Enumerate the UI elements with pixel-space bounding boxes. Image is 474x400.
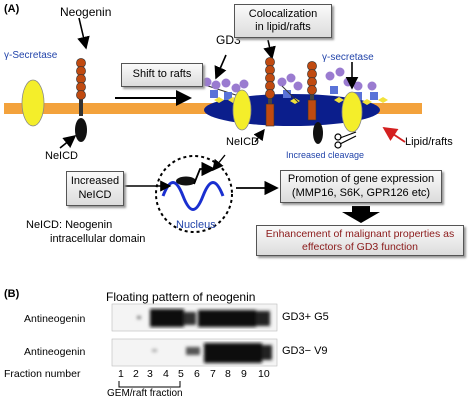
- fraction-number: 5: [178, 368, 184, 380]
- fraction-number: 3: [147, 368, 153, 380]
- colocalization-line1: Colocalization: [248, 7, 318, 20]
- fraction-number: 6: [194, 368, 200, 380]
- fraction-number: 8: [225, 368, 231, 380]
- definition-line1: NeICD: Neogenin: [26, 219, 113, 231]
- gamma-secretase-right-label: γ-secretase: [322, 52, 374, 63]
- shift-to-rafts-box: Shift to rafts: [121, 63, 203, 87]
- nucleus-shape: [155, 155, 233, 233]
- neogenin-raft-shape: [265, 57, 275, 127]
- nucleus-label: Nucleus: [176, 219, 216, 231]
- colocalization-line2: in lipid/rafts: [255, 21, 311, 33]
- neicd-right-label: NeICD: [226, 136, 260, 148]
- lane2-row-label: Antineogenin: [24, 346, 86, 358]
- neogenin-left-shape: [75, 58, 87, 142]
- promotion-line1: Promotion of gene expression: [287, 173, 435, 186]
- neicd-left-label: NeICD: [45, 150, 79, 162]
- increased-cleavage-label: Increased cleavage: [286, 150, 365, 160]
- lane1-row-label: Antineogenin: [24, 313, 86, 325]
- fraction-number: 4: [163, 368, 169, 380]
- lipid-rafts-label: Lipid/rafts: [405, 136, 453, 148]
- neogenin-label: Neogenin: [60, 5, 112, 19]
- blot-bands-lane-1: [137, 309, 270, 327]
- panel-b-label: (B): [4, 288, 20, 300]
- gamma-secretase-raft-right: [341, 91, 363, 133]
- fraction-number: 10: [258, 368, 270, 380]
- scissors-icon: [334, 131, 357, 149]
- fraction-number: 1: [118, 368, 124, 380]
- shift-to-rafts-text: Shift to rafts: [132, 68, 192, 81]
- fraction-number: 7: [210, 368, 216, 380]
- promotion-box: Promotion of gene expression (MMP16, S6K…: [280, 170, 442, 203]
- lane2-cell-line: GD3− V9: [282, 345, 328, 357]
- gem-raft-label: GEM/raft fraction: [107, 388, 183, 399]
- dna-shape: [161, 181, 225, 211]
- enhancement-box: Enhancement of malignant properties as e…: [256, 225, 464, 256]
- gamma-secretase-left-shape: [21, 79, 45, 127]
- panel-a-label: (A): [4, 3, 20, 15]
- gamma-secretase-raft-left: [232, 89, 252, 131]
- fraction-number: 2: [133, 368, 139, 380]
- fraction-number: 9: [241, 368, 247, 380]
- panel-b-title: Floating pattern of neogenin: [106, 290, 256, 304]
- fraction-number-label: Fraction number: [4, 368, 81, 380]
- down-arrow-icon: [342, 206, 380, 223]
- neicd-nuclear: [176, 176, 196, 186]
- lane1-cell-line: GD3+ G5: [282, 311, 329, 323]
- blot-bands-lane-2: [152, 343, 272, 363]
- gd3-glycans-middle: [277, 73, 303, 104]
- increased-neicd-box: Increased NeICD: [66, 171, 124, 206]
- increased-neicd-line1: Increased: [70, 175, 120, 188]
- promotion-line2: (MMP16, S6K, GPR126 etc): [291, 186, 431, 199]
- neogenin-raft-cleaved: [307, 61, 323, 144]
- increased-neicd-line2: NeICD: [78, 188, 112, 201]
- enhancement-line1: Enhancement of malignant properties as: [265, 227, 455, 240]
- colocalization-box: Colocalization in lipid/rafts: [234, 4, 332, 38]
- enhancement-line2: effectors of GD3 function: [302, 240, 418, 253]
- definition-line2: intracellular domain: [50, 233, 146, 245]
- gamma-secretase-left-label: γ-Secretase: [4, 50, 58, 61]
- gem-raft-bracket: [118, 381, 181, 388]
